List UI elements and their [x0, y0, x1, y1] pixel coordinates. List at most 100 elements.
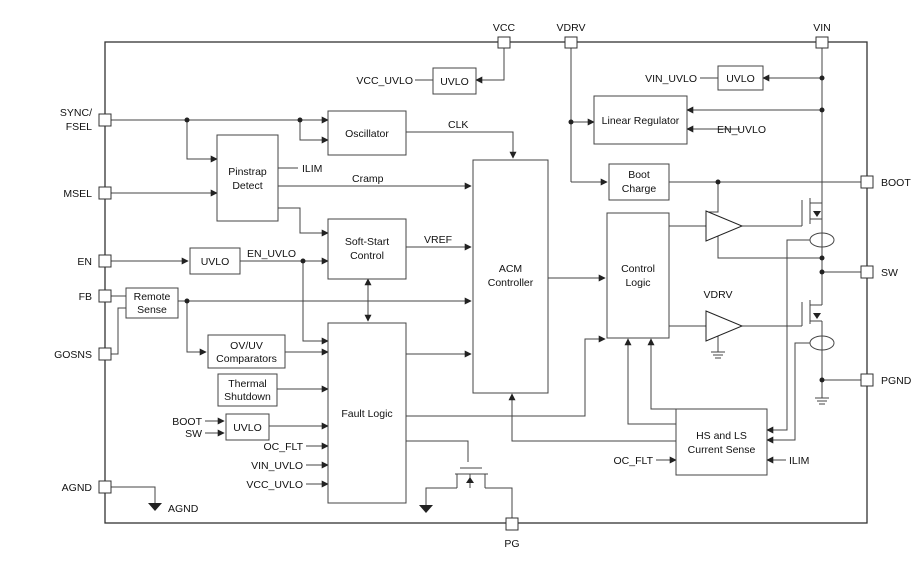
pin-label-gosns: GOSNS [54, 349, 92, 361]
svg-text:Shutdown: Shutdown [224, 391, 271, 403]
pin-label-msel: MSEL [63, 188, 92, 200]
pin-label-vin: VIN [813, 22, 831, 34]
pin-labels: VCC VDRV VIN SYNC/ FSEL MSEL EN FB GOSNS… [54, 22, 912, 550]
svg-text:Current Sense: Current Sense [688, 444, 756, 456]
signal-clk: CLK [448, 119, 468, 131]
signal-cramp: Cramp [352, 173, 384, 185]
pins [98, 36, 874, 531]
pin-label-vcc: VCC [493, 22, 516, 34]
thermal-shutdown-block: Thermal Shutdown [217, 373, 278, 407]
signal-vcc-uvlo: VCC_UVLO [356, 75, 413, 87]
boot-charge-block: Boot Charge [608, 163, 670, 201]
mosfet-body-arrow-icon [466, 477, 474, 483]
wires [111, 48, 861, 518]
pin-gosns [98, 347, 112, 361]
svg-text:Remote: Remote [134, 291, 171, 303]
en-uvlo-block: UVLO [189, 247, 241, 275]
pin-label-fb: FB [79, 291, 92, 303]
svg-text:ACM: ACM [499, 263, 522, 275]
svg-text:Charge: Charge [622, 183, 657, 195]
pin-label-sync: SYNC/ [60, 107, 92, 119]
pin-vcc [497, 36, 511, 49]
svg-text:UVLO: UVLO [440, 76, 469, 88]
pin-sw [860, 265, 874, 279]
signal-labels: VCC_UVLO VIN_UVLO EN_UVLO CLK ILIM Cramp… [168, 73, 809, 515]
pin-vin [815, 36, 829, 49]
svg-text:Thermal: Thermal [228, 378, 267, 390]
pin-boot [860, 175, 874, 189]
soft-start-control-block: Soft-Start Control [327, 218, 407, 280]
svg-text:HS and LS: HS and LS [696, 430, 747, 442]
svg-text:Sense: Sense [137, 304, 167, 316]
pin-label-pgnd: PGND [881, 375, 912, 387]
svg-text:Soft-Start: Soft-Start [345, 236, 389, 248]
pin-pg [505, 517, 519, 531]
pin-label-agnd: AGND [62, 482, 93, 494]
signal-en-uvlo: EN_UVLO [247, 248, 296, 260]
signal-ilim-pinstrap: ILIM [302, 163, 322, 175]
svg-text:Logic: Logic [625, 277, 650, 289]
signal-vin-uvlo-fault: VIN_UVLO [251, 460, 303, 472]
pin-sync-fsel [98, 113, 112, 127]
svg-text:OV/UV: OV/UV [230, 340, 263, 352]
hs-mosfet-arrow-icon [813, 211, 821, 217]
pin-label-vdrv: VDRV [557, 22, 586, 34]
svg-text:Linear Regulator: Linear Regulator [602, 115, 680, 127]
pin-label-boot: BOOT [881, 177, 911, 189]
signal-vdrv: VDRV [704, 289, 733, 301]
signal-ilim-sense: ILIM [789, 455, 809, 467]
pin-label-fsel: FSEL [66, 121, 92, 133]
signal-vin-uvlo: VIN_UVLO [645, 73, 697, 85]
pin-msel [98, 186, 112, 200]
signal-en-uvlo-regulator: EN_UVLO [717, 124, 766, 136]
control-logic-block: Control Logic [606, 212, 670, 339]
ovuv-comparators-block: OV/UV Comparators [207, 334, 286, 369]
pin-label-sw: SW [881, 267, 898, 279]
ls-gate-driver-icon [705, 310, 744, 342]
svg-text:UVLO: UVLO [726, 73, 755, 85]
svg-text:Control: Control [350, 250, 384, 262]
svg-text:UVLO: UVLO [201, 256, 230, 268]
pin-agnd [98, 480, 112, 494]
svg-text:Oscillator: Oscillator [345, 128, 389, 140]
agnd-ground-icon [148, 503, 162, 511]
signal-oc-flt-fault: OC_FLT [264, 441, 304, 453]
oscillator-block: Oscillator [327, 110, 407, 156]
pgnd-ground-icon [815, 397, 829, 405]
chip-outline [104, 41, 868, 524]
signal-vcc-uvlo-fault: VCC_UVLO [246, 479, 303, 491]
svg-text:Boot: Boot [628, 169, 650, 181]
linear-regulator-block: Linear Regulator [593, 95, 688, 145]
junction-dots [184, 75, 825, 383]
vcc-uvlo-block: UVLO [432, 67, 477, 95]
svg-text:Controller: Controller [488, 277, 534, 289]
pg-ground-icon [419, 505, 433, 513]
pin-label-en: EN [77, 256, 92, 268]
pin-pgnd [860, 373, 874, 387]
svg-text:Comparators: Comparators [216, 353, 277, 365]
signal-agnd: AGND [168, 503, 199, 515]
ls-mosfet-arrow-icon [813, 313, 821, 319]
svg-text:Detect: Detect [232, 180, 262, 192]
signal-boot-in: BOOT [172, 416, 202, 428]
acm-controller-block: ACM Controller [472, 159, 549, 394]
vin-uvlo-block: UVLO [717, 65, 764, 91]
remote-sense-block: Remote Sense [125, 287, 179, 319]
ground-symbols [148, 211, 829, 513]
pin-label-pg: PG [504, 538, 519, 550]
boot-sw-uvlo-block: UVLO [225, 413, 270, 441]
pinstrap-detect-block: Pinstrap Detect [216, 134, 279, 222]
pin-vdrv [564, 36, 578, 49]
ls-driver-ground-icon [711, 351, 725, 359]
pin-fb [98, 289, 112, 303]
hs-gate-driver-icon [705, 210, 744, 242]
svg-text:Control: Control [621, 263, 655, 275]
signal-vref: VREF [424, 234, 452, 246]
current-sense-block: HS and LS Current Sense [675, 408, 768, 476]
svg-text:Fault Logic: Fault Logic [341, 408, 392, 420]
signal-sw-in: SW [185, 428, 202, 440]
svg-text:UVLO: UVLO [233, 422, 262, 434]
fault-logic-block: Fault Logic [327, 322, 407, 504]
pin-en [98, 254, 112, 268]
